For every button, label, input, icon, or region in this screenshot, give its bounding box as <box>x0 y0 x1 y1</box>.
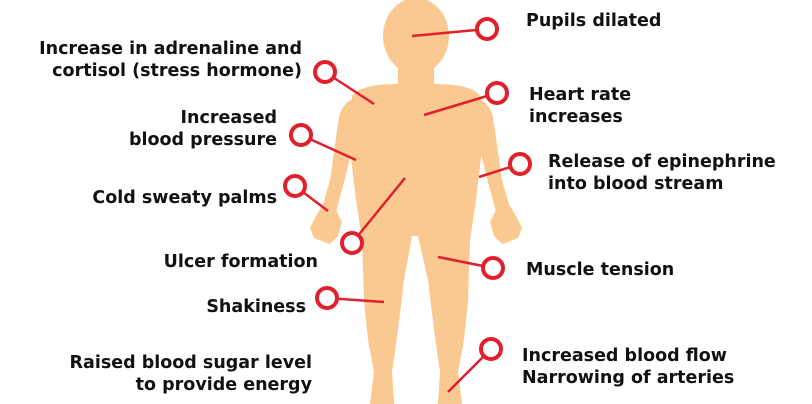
head-shape <box>383 0 449 74</box>
label-ulcer: Ulcer formation <box>164 251 318 273</box>
pointer-circle-icon <box>477 19 497 39</box>
label-shakiness: Shakiness <box>206 296 306 318</box>
pointer-circle-icon <box>285 176 305 196</box>
pointer-circle-icon <box>483 258 503 278</box>
label-line: to provide energy <box>70 374 312 396</box>
pointer-circle-icon <box>487 83 507 103</box>
pointer-circle-icon <box>317 288 337 308</box>
label-line: cortisol (stress hormone) <box>39 60 302 82</box>
label-line: Muscle tension <box>526 259 674 281</box>
pointer-circle-icon <box>291 125 311 145</box>
pointer-circle-icon <box>510 154 530 174</box>
torso-legs-shape <box>350 84 482 404</box>
pointer-circle-icon <box>315 62 335 82</box>
label-line: into blood stream <box>548 173 776 195</box>
label-sweaty-palms: Cold sweaty palms <box>92 187 277 209</box>
label-line: Increased blood flow <box>522 345 734 367</box>
label-pupils-dilated: Pupils dilated <box>526 10 661 32</box>
label-line: Shakiness <box>206 296 306 318</box>
label-line: Pupils dilated <box>526 10 661 32</box>
label-line: Increase in adrenaline and <box>39 38 302 60</box>
pointer-circle-icon <box>342 233 362 253</box>
pointer-adrenaline <box>315 62 374 104</box>
label-line: Narrowing of arteries <box>522 367 734 389</box>
label-line: Release of epinephrine <box>548 151 776 173</box>
left-hand-shape <box>310 206 342 244</box>
pointer-circle-icon <box>481 339 501 359</box>
label-line: blood pressure <box>129 129 277 151</box>
label-line: Heart rate <box>529 84 631 106</box>
pointer-palms <box>285 176 328 211</box>
right-hand-shape <box>490 206 522 244</box>
label-line: increases <box>529 106 631 128</box>
label-line: Increased <box>129 107 277 129</box>
label-muscle-tension: Muscle tension <box>526 259 674 281</box>
label-line: Ulcer formation <box>164 251 318 273</box>
label-line: Raised blood sugar level <box>70 352 312 374</box>
label-line: Cold sweaty palms <box>92 187 277 209</box>
